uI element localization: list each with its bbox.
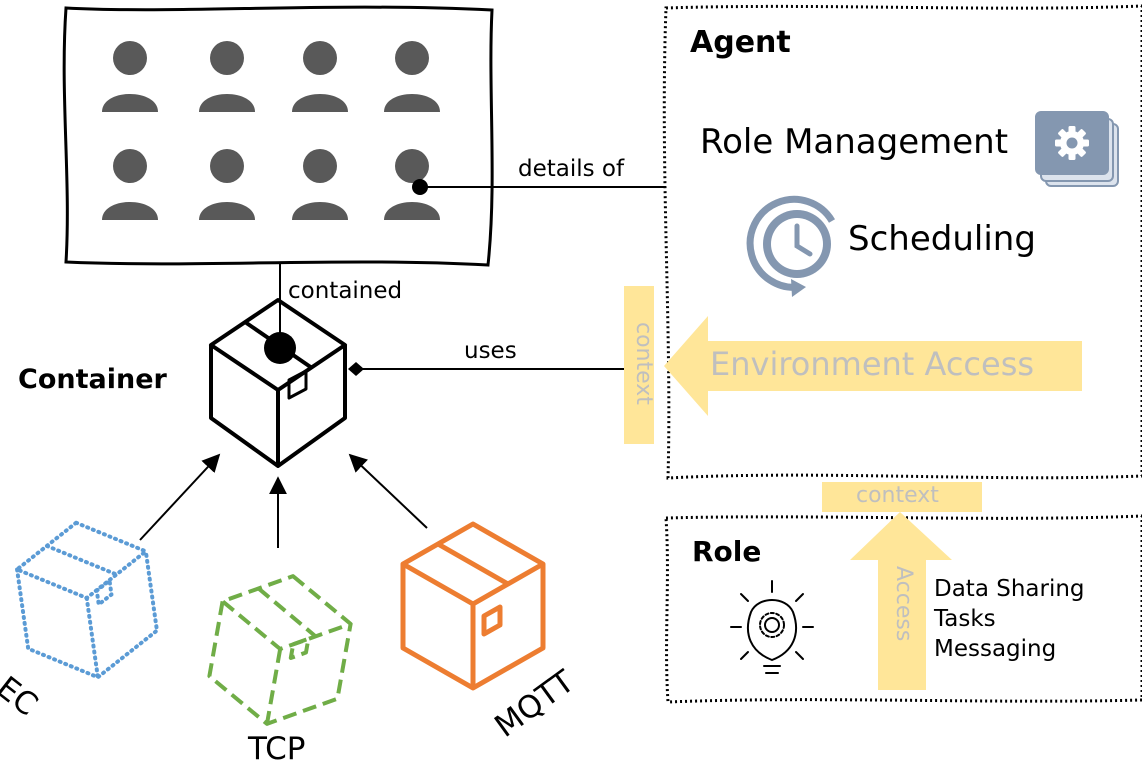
crowd-frame <box>62 5 494 267</box>
ec-box-icon <box>15 520 159 680</box>
connector-dot <box>412 179 428 195</box>
role-management-label: Role Management <box>700 122 1009 162</box>
person-icon <box>292 41 348 112</box>
agent-title: Agent <box>690 25 791 60</box>
clock-icon <box>746 195 836 297</box>
container-title: Container <box>18 364 167 395</box>
role-item-data-sharing: Data Sharing <box>934 576 1085 602</box>
role-item-tasks: Tasks <box>934 606 996 632</box>
container-dot <box>264 332 296 364</box>
tcp-box-icon <box>207 574 353 726</box>
uses-label: uses <box>464 338 517 364</box>
role-management-icon <box>1035 111 1119 187</box>
person-icon <box>292 149 348 220</box>
environment-access-label: Environment Access <box>710 345 1035 383</box>
person-icon <box>102 41 158 112</box>
person-icon <box>384 149 440 220</box>
access-arrow <box>850 512 952 690</box>
agent-frame <box>662 4 1142 480</box>
crowd-persons <box>102 41 440 220</box>
environment-access-arrow <box>664 316 1082 416</box>
uses-diamond <box>348 362 364 376</box>
context-vertical-label: context <box>631 322 656 405</box>
scheduling-label: Scheduling <box>848 219 1036 259</box>
contained-label: contained <box>288 278 403 304</box>
context-horizontal-label: context <box>856 483 939 508</box>
person-icon <box>199 41 255 112</box>
person-icon <box>199 149 255 220</box>
context-horizontal-bar <box>822 482 982 512</box>
tcp-label: TCP <box>248 731 306 767</box>
details-of-label: details of <box>518 156 625 182</box>
access-label: Access <box>891 566 916 642</box>
lightbulb-icon <box>730 580 814 674</box>
person-icon <box>384 41 440 112</box>
context-vertical-bar <box>624 286 654 444</box>
mqtt-arrow <box>348 453 428 529</box>
container-box-icon <box>209 298 347 468</box>
role-item-messaging: Messaging <box>934 636 1057 662</box>
person-icon <box>102 149 158 220</box>
role-title: Role <box>692 535 762 568</box>
ec-arrow <box>139 453 221 541</box>
mqtt-box-icon <box>400 521 546 691</box>
